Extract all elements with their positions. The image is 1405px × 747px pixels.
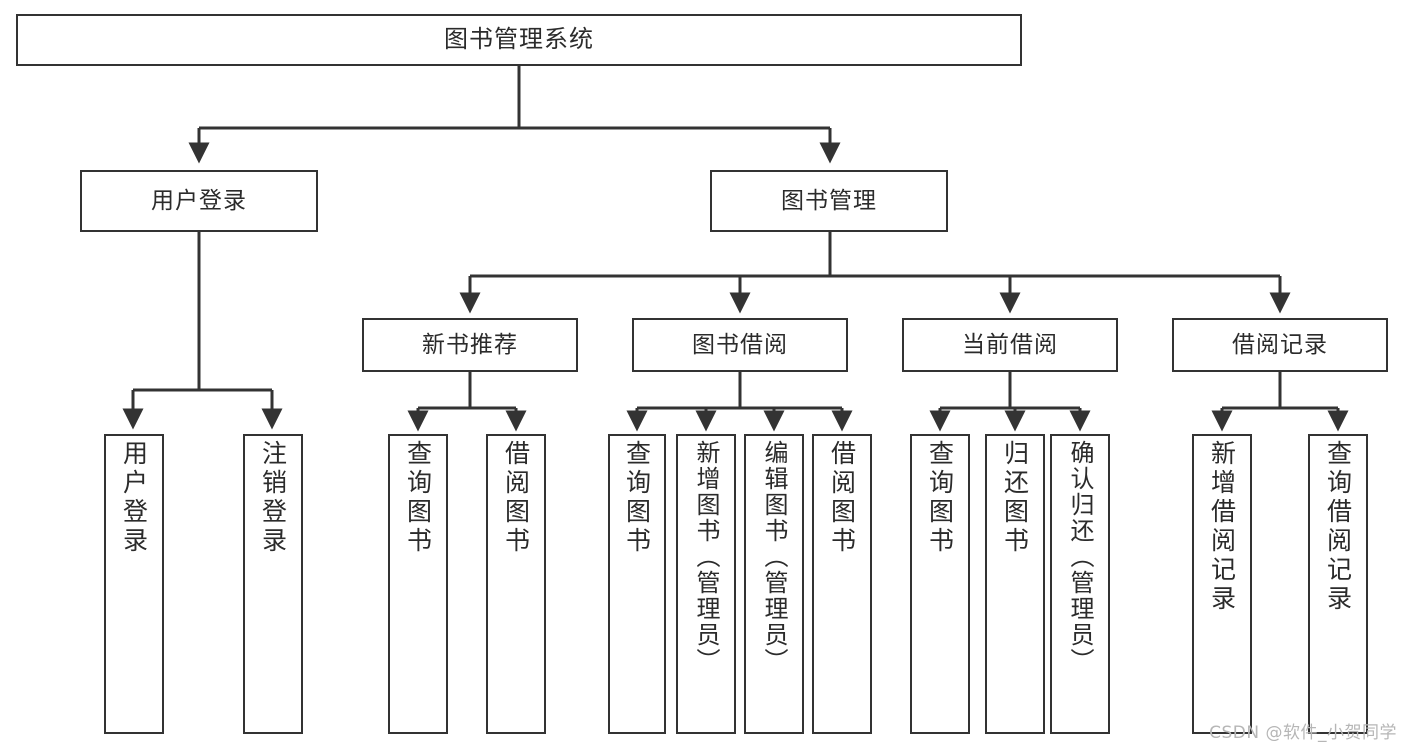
node-new-book-recommend-label: 新书推荐 <box>422 331 518 358</box>
node-leaf-borrow-book[interactable]: 借阅图书 <box>812 434 872 734</box>
node-book-manage-label: 图书管理 <box>781 187 877 214</box>
node-user-login-label: 用户登录 <box>151 187 247 214</box>
node-book-borrow[interactable]: 图书借阅 <box>632 318 848 372</box>
node-leaf-query-book-borrow-label: 查询图书 <box>622 440 652 556</box>
node-leaf-add-book-admin[interactable]: 新增图书（管理员） <box>676 434 736 734</box>
node-book-manage[interactable]: 图书管理 <box>710 170 948 232</box>
node-leaf-query-book-rec[interactable]: 查询图书 <box>388 434 448 734</box>
node-leaf-borrow-book-rec[interactable]: 借阅图书 <box>486 434 546 734</box>
node-book-borrow-label: 图书借阅 <box>692 331 788 358</box>
node-leaf-query-borrow-record[interactable]: 查询借阅记录 <box>1308 434 1368 734</box>
node-leaf-query-book-rec-label: 查询图书 <box>403 440 433 556</box>
node-new-book-recommend[interactable]: 新书推荐 <box>362 318 578 372</box>
node-leaf-add-book-admin-label: 新增图书（管理员） <box>692 440 720 674</box>
node-user-login[interactable]: 用户登录 <box>80 170 318 232</box>
node-current-borrow[interactable]: 当前借阅 <box>902 318 1118 372</box>
node-leaf-query-borrow-record-label: 查询借阅记录 <box>1323 440 1353 614</box>
node-current-borrow-label: 当前借阅 <box>962 331 1058 358</box>
node-leaf-return-book[interactable]: 归还图书 <box>985 434 1045 734</box>
node-leaf-confirm-return-admin[interactable]: 确认归还（管理员） <box>1050 434 1110 734</box>
node-leaf-user-login-label: 用户登录 <box>119 440 149 556</box>
node-leaf-borrow-book-label: 借阅图书 <box>827 440 857 556</box>
node-root[interactable]: 图书管理系统 <box>16 14 1022 66</box>
node-leaf-confirm-return-admin-label: 确认归还（管理员） <box>1066 440 1094 674</box>
node-leaf-query-book-borrow[interactable]: 查询图书 <box>608 434 666 734</box>
node-leaf-edit-book-admin-label: 编辑图书（管理员） <box>760 440 788 674</box>
node-leaf-user-logout-label: 注销登录 <box>258 440 288 556</box>
node-borrow-record-label: 借阅记录 <box>1232 331 1328 358</box>
csdn-watermark: CSDN @软件_小贺同学 <box>1209 723 1397 743</box>
node-leaf-add-borrow-record-label: 新增借阅记录 <box>1207 440 1237 614</box>
node-leaf-query-book-cur[interactable]: 查询图书 <box>910 434 970 734</box>
node-leaf-borrow-book-rec-label: 借阅图书 <box>501 440 531 556</box>
node-root-label: 图书管理系统 <box>444 25 594 54</box>
node-leaf-user-login[interactable]: 用户登录 <box>104 434 164 734</box>
node-leaf-return-book-label: 归还图书 <box>1000 440 1030 556</box>
node-leaf-user-logout[interactable]: 注销登录 <box>243 434 303 734</box>
node-leaf-query-book-cur-label: 查询图书 <box>925 440 955 556</box>
node-leaf-add-borrow-record[interactable]: 新增借阅记录 <box>1192 434 1252 734</box>
node-borrow-record[interactable]: 借阅记录 <box>1172 318 1388 372</box>
node-leaf-edit-book-admin[interactable]: 编辑图书（管理员） <box>744 434 804 734</box>
